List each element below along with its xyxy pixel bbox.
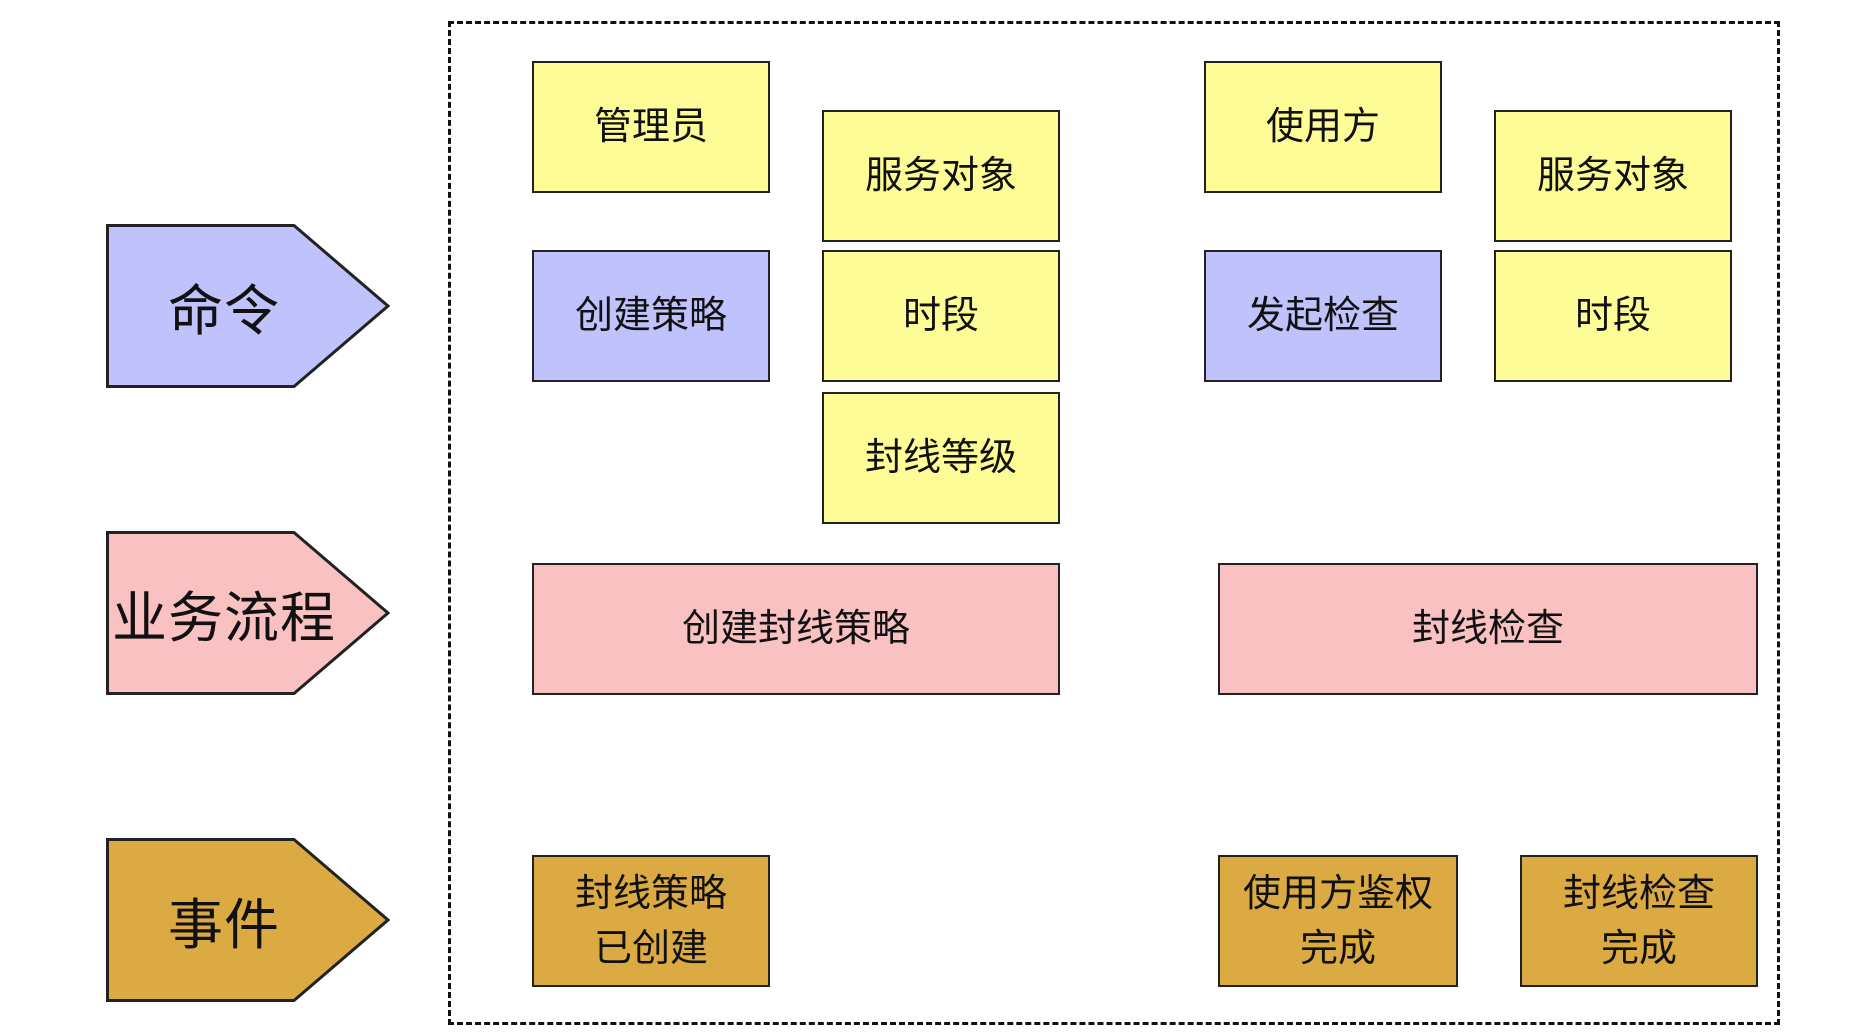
lane-tag-command-shape bbox=[106, 224, 391, 388]
lane-tag-event: 事件 bbox=[106, 838, 391, 1002]
right-role-card: 使用方 bbox=[1204, 61, 1442, 193]
right-event-auth-card: 使用方鉴权 完成 bbox=[1218, 855, 1458, 987]
lane-tag-process-label: 业务流程 bbox=[111, 586, 336, 650]
left-period-card: 时段 bbox=[822, 250, 1060, 382]
context-boundary bbox=[448, 21, 1780, 1025]
lane-tag-process-shape bbox=[106, 531, 391, 695]
lane-tag-command-label: 命令 bbox=[167, 279, 280, 343]
left-event-card: 封线策略 已创建 bbox=[532, 855, 770, 987]
left-role-card: 管理员 bbox=[532, 61, 770, 193]
right-target-card: 服务对象 bbox=[1494, 110, 1732, 242]
left-command-card: 创建策略 bbox=[532, 250, 770, 382]
lane-tag-command: 命令 bbox=[106, 224, 391, 388]
left-process-card: 创建封线策略 bbox=[532, 563, 1060, 695]
left-target-card: 服务对象 bbox=[822, 110, 1060, 242]
right-command-card: 发起检查 bbox=[1204, 250, 1442, 382]
lane-tag-event-label: 事件 bbox=[167, 893, 280, 957]
right-period-card: 时段 bbox=[1494, 250, 1732, 382]
lane-tag-process: 业务流程 bbox=[106, 531, 391, 695]
right-process-card: 封线检查 bbox=[1218, 563, 1758, 695]
lane-tag-event-shape bbox=[106, 838, 391, 1002]
left-level-card: 封线等级 bbox=[822, 392, 1060, 524]
right-event-check-card: 封线检查 完成 bbox=[1520, 855, 1758, 987]
